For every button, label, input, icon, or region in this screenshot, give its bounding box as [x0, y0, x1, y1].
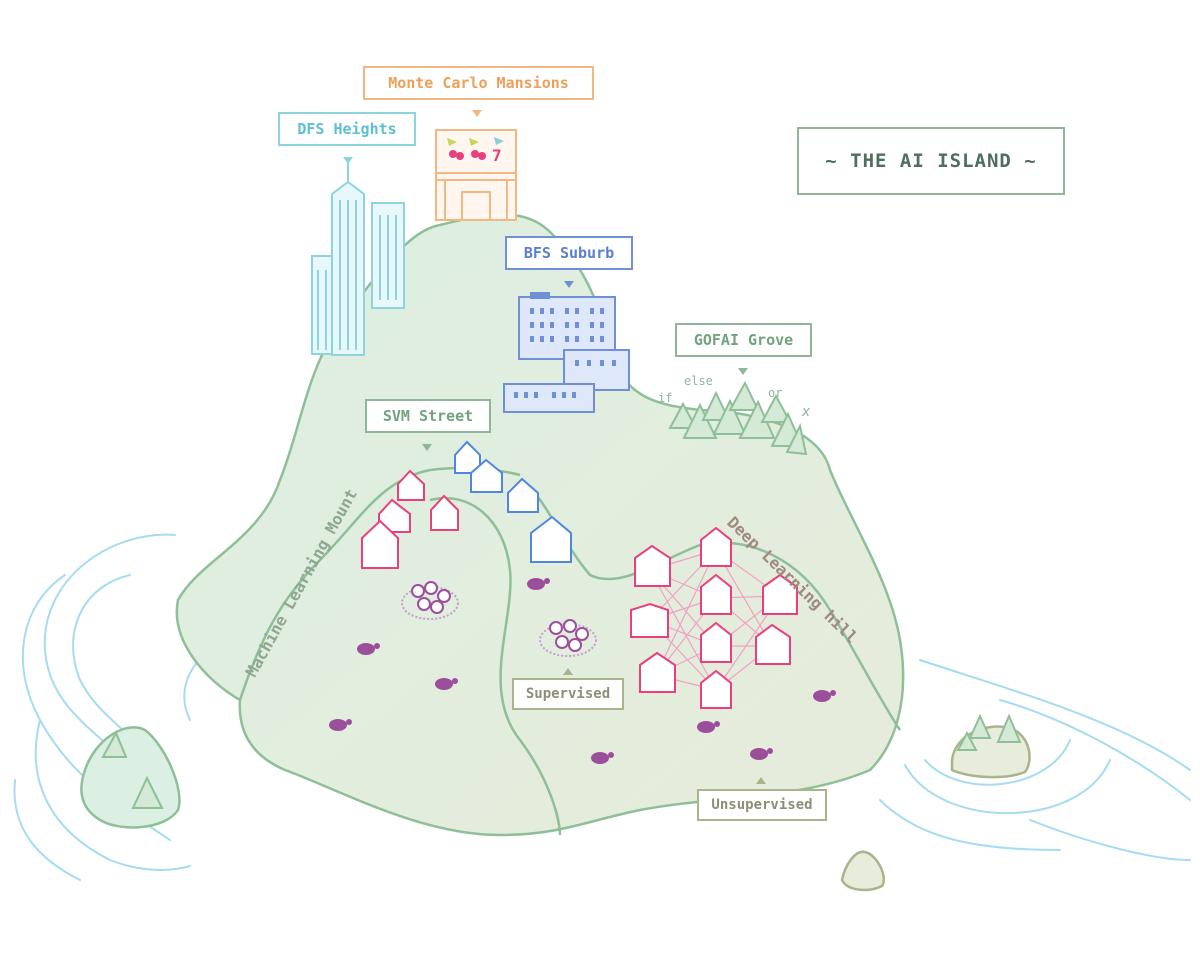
- rock: [840, 850, 885, 892]
- unsupervised-label: Unsupervised: [697, 789, 827, 821]
- penned-sheep: [411, 581, 589, 652]
- slot-symbols: 7: [447, 137, 504, 165]
- grove-word-or: or: [768, 386, 783, 400]
- small-island-right: [950, 725, 1031, 779]
- dfs-heights-pointer: [343, 157, 353, 164]
- grove-word-else: else: [684, 374, 713, 388]
- monte-carlo-pointer: [472, 110, 482, 117]
- gofai-trees: [668, 380, 808, 456]
- gofai-grove-pointer: [738, 368, 748, 375]
- bfs-suburb-pointer: [564, 281, 574, 288]
- casino-building: [435, 129, 517, 221]
- deep-learning-houses: [630, 526, 798, 709]
- bfs-suburb-label: BFS Suburb: [505, 236, 633, 270]
- water-ripples-right: [879, 659, 1191, 861]
- gofai-grove-label: GOFAI Grove: [675, 323, 812, 357]
- bfs-windows: [514, 308, 616, 398]
- grove-word-x: x: [802, 404, 811, 420]
- grove-word-if: if: [658, 391, 673, 405]
- supervised-label: Supervised: [512, 678, 624, 710]
- svm-blue-houses: [454, 440, 572, 563]
- svm-red-houses: [361, 469, 459, 569]
- dfs-heights-label: DFS Heights: [278, 112, 416, 146]
- supervised-pointer: [563, 668, 573, 675]
- sheep: [329, 578, 836, 764]
- monte-carlo-label: Monte Carlo Mansions: [363, 66, 594, 100]
- small-island-trees: [101, 713, 1022, 809]
- unsupervised-pointer: [756, 777, 766, 784]
- svm-street-label: SVM Street: [365, 399, 491, 433]
- small-island-left: [80, 726, 181, 829]
- map-title: ~ THE AI ISLAND ~: [797, 127, 1065, 195]
- svg-text:7: 7: [492, 146, 502, 165]
- svm-street-pointer: [422, 444, 432, 451]
- dfs-skyscrapers: [311, 160, 405, 356]
